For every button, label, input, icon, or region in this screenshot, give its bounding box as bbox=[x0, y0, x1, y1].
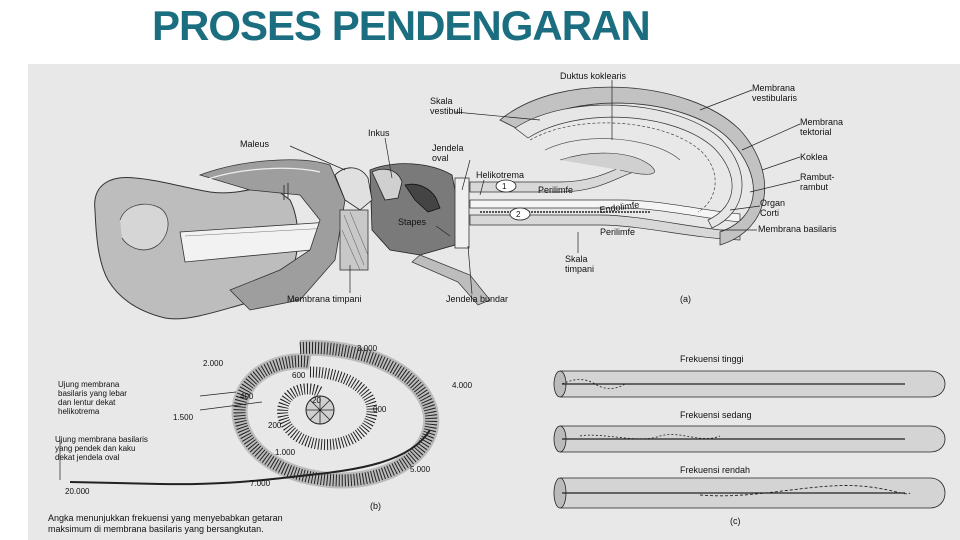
freq-label-5000: 5.000 bbox=[410, 465, 431, 474]
label-panel-c-tag: (c) bbox=[730, 516, 741, 526]
caption-line-1: Angka menunjukkan frekuensi yang menyeba… bbox=[48, 513, 283, 523]
note-narrow-1: Ujung membrana basilaris bbox=[55, 435, 148, 444]
svg-text:1: 1 bbox=[502, 182, 507, 191]
label-skala-timpani-2: timpani bbox=[565, 264, 594, 274]
freq-label-20000: 20.000 bbox=[65, 487, 90, 496]
basilar-spiral bbox=[69, 339, 440, 489]
tube-high-frequency bbox=[553, 370, 946, 398]
label-helikotrema: Helikotrema bbox=[476, 170, 524, 180]
label-skala-vestibuli-2: vestibuli bbox=[430, 106, 463, 116]
label-stapes: Stapes bbox=[398, 217, 427, 227]
label-membrana-tektorial-1: Membrana bbox=[800, 117, 843, 127]
freq-label-3000: 3.000 bbox=[357, 344, 378, 353]
label-jendela-oval-1: Jendela bbox=[432, 143, 464, 153]
note-wide-2: basilaris yang lebar bbox=[58, 389, 127, 398]
label-membrana-vestibularis-2: vestibularis bbox=[752, 93, 798, 103]
label-membrana-tektorial-2: tektorial bbox=[800, 127, 832, 137]
caption-line-2: maksimum di membrana basilaris yang bers… bbox=[48, 524, 264, 534]
freq-label-1000: 1.000 bbox=[275, 448, 296, 457]
label-perilimfe-top: Perilimfe bbox=[538, 185, 573, 195]
note-wide-3: dan lentur dekat bbox=[58, 398, 116, 407]
ear-cross-section-illustration bbox=[94, 159, 491, 320]
note-wide-4: helikotrema bbox=[58, 407, 100, 416]
label-frekuensi-tinggi: Frekuensi tinggi bbox=[680, 354, 744, 364]
marker-1: 1 bbox=[495, 179, 517, 193]
label-membrana-basilaris: Membrana basilaris bbox=[758, 224, 837, 234]
panel-b-leader-lines bbox=[59, 391, 263, 480]
label-inkus: Inkus bbox=[368, 128, 390, 138]
label-rambut-2: rambut bbox=[800, 182, 829, 192]
freq-label-600: 600 bbox=[292, 371, 306, 380]
label-jendela-oval-2: oval bbox=[432, 153, 449, 163]
note-narrow-2: yang pendek dan kaku bbox=[55, 444, 136, 453]
label-frekuensi-sedang: Frekuensi sedang bbox=[680, 410, 752, 420]
svg-text:2: 2 bbox=[516, 210, 521, 219]
freq-label-7000: 7.000 bbox=[250, 479, 271, 488]
freq-label-000: 000 bbox=[373, 405, 387, 414]
label-membrana-vestibularis-1: Membrana bbox=[752, 83, 795, 93]
label-organ-corti-2: Corti bbox=[760, 208, 779, 218]
freq-label-200: 200 bbox=[268, 421, 282, 430]
note-narrow-3: dekat jendela oval bbox=[55, 453, 120, 462]
freq-label-2000: 2.000 bbox=[203, 359, 224, 368]
label-organ-corti-1: Organ bbox=[760, 198, 785, 208]
freq-label-1500: 1.500 bbox=[173, 413, 194, 422]
page-title: PROSES PENDENGARAN bbox=[152, 2, 651, 49]
label-membrana-timpani: Membrana timpani bbox=[287, 294, 362, 304]
label-duktus-koklearis: Duktus koklearis bbox=[560, 71, 627, 81]
label-perilimfe-bottom: Perilimfe bbox=[600, 227, 635, 237]
marker-2: 2 bbox=[509, 207, 531, 221]
label-frekuensi-rendah: Frekuensi rendah bbox=[680, 465, 750, 475]
label-koklea: Koklea bbox=[800, 152, 828, 162]
tube-medium-frequency bbox=[553, 425, 946, 453]
panel-a-leader-lines bbox=[289, 80, 801, 295]
label-skala-vestibuli-1: Skala bbox=[430, 96, 453, 106]
cochlea-spiral bbox=[499, 86, 765, 246]
label-maleus: Maleus bbox=[240, 139, 270, 149]
note-wide-1: Ujung membrana bbox=[58, 380, 120, 389]
label-jendela-bundar: Jendela bundar bbox=[446, 294, 508, 304]
tube-low-frequency bbox=[553, 477, 946, 509]
freq-label-4000: 4.000 bbox=[452, 381, 473, 390]
freq-label-400: 400 bbox=[240, 392, 254, 401]
label-rambut-1: Rambut- bbox=[800, 172, 835, 182]
freq-label-20: 20 bbox=[312, 396, 321, 405]
label-skala-timpani-1: Skala bbox=[565, 254, 588, 264]
label-panel-b-tag: (b) bbox=[370, 501, 381, 511]
label-panel-a-tag: (a) bbox=[680, 294, 691, 304]
